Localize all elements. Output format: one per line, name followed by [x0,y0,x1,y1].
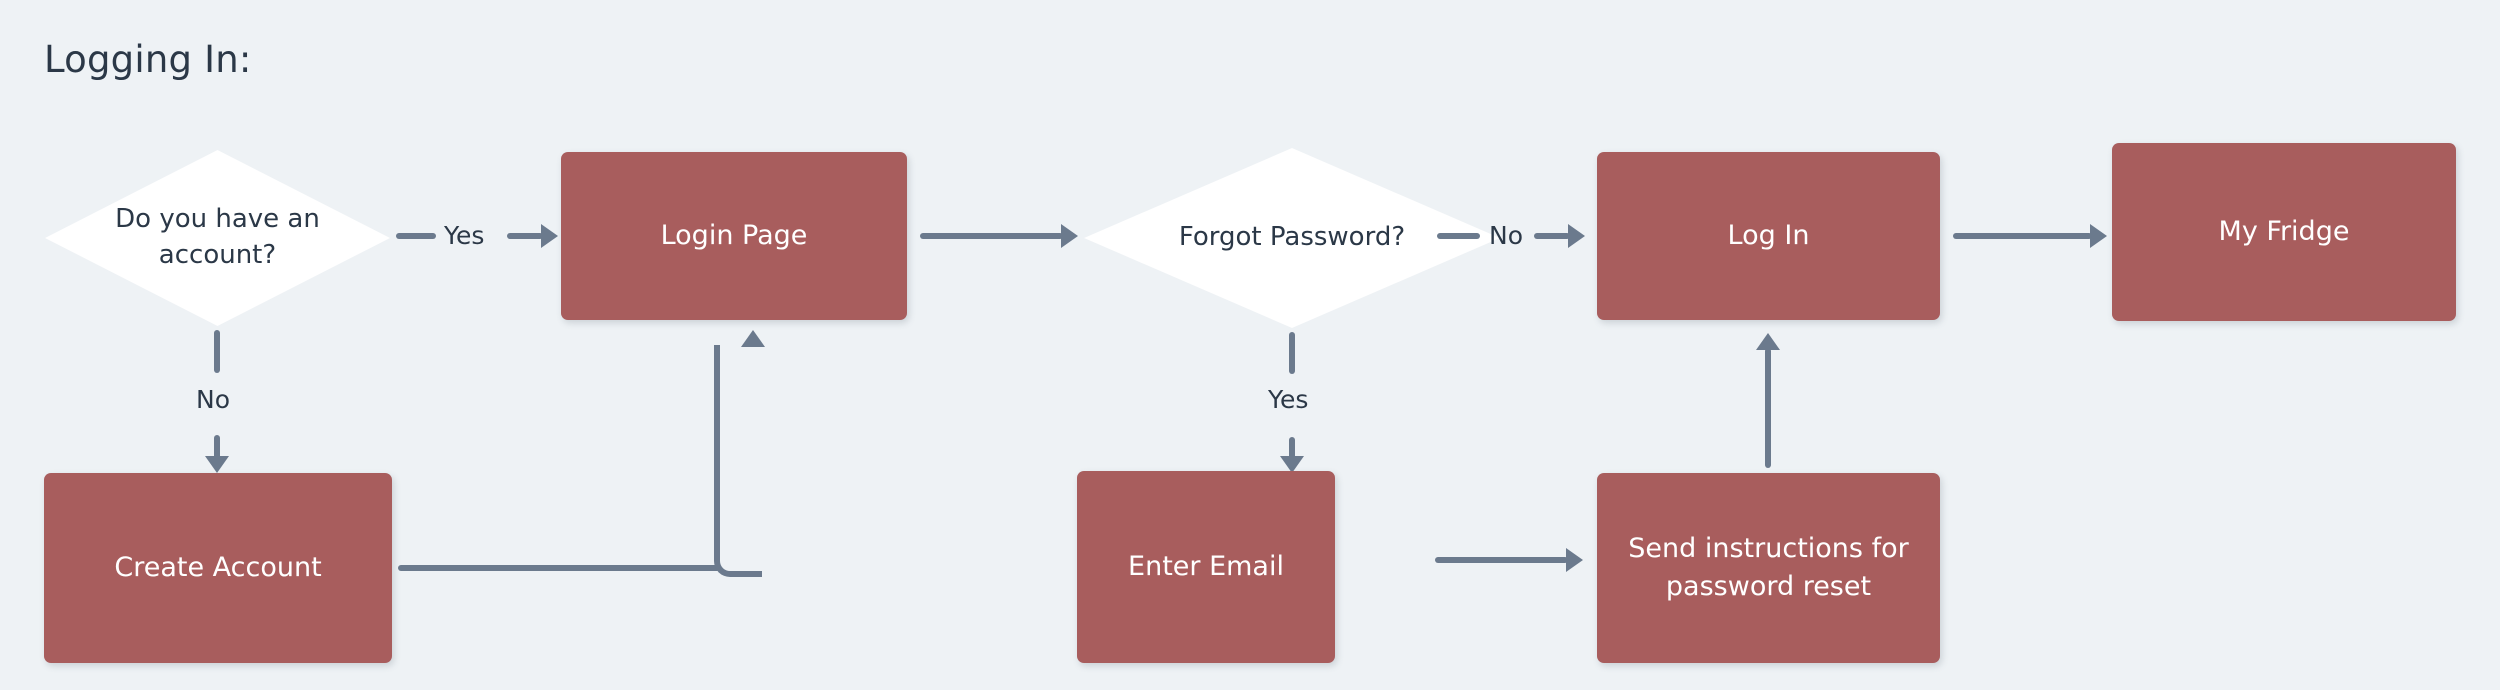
edge-line-login-to-fridge [1953,233,2092,239]
decision-node-have-account[interactable]: Do you have an account? [45,150,390,326]
edge-label-no-account: No [196,385,230,414]
arrow-head-email-to-send [1566,548,1583,572]
decision-label-line1: Do you have an [115,204,320,235]
decision-label-line2: account? [158,240,277,270]
process-node-login-page[interactable]: Login Page [561,152,907,320]
arrow-head-send-to-login [1756,333,1780,350]
process-node-log-in-label: Log In [1727,219,1810,251]
arrow-head-forgot-to-email [1280,456,1304,473]
process-node-enter-email[interactable]: Enter Email [1077,471,1335,663]
process-node-my-fridge[interactable]: My Fridge [2112,143,2456,321]
arrow-head-forgot-to-login [1568,224,1585,248]
decision-node-have-account-label: Do you have an account? [90,202,345,274]
edge-line-have-account-no-2 [214,435,220,461]
edge-label-no-forgot: No [1489,221,1523,250]
process-node-create-account-label: Create Account [114,551,322,583]
edge-line-have-account-yes-2 [507,233,543,239]
edge-line-have-account-no [214,330,220,373]
process-node-enter-email-label: Enter Email [1128,550,1284,582]
edge-line-forgot-no-2 [1534,233,1570,239]
process-node-send-instructions-label: Send instructions for password reset [1628,530,1908,607]
edge-label-yes-account: Yes [444,221,485,250]
edge-line-send-to-login [1765,348,1771,468]
edge-elbow-create-to-login [714,345,762,577]
edge-line-forgot-no [1437,233,1480,239]
edge-label-yes-forgot: Yes [1268,385,1309,414]
arrow-head-create-to-login [741,330,765,347]
edge-line-email-to-send [1435,557,1568,563]
arrow-head-have-account-to-login [541,224,558,248]
edge-line-have-account-yes [396,233,436,239]
decision-node-forgot-password-label: Forgot Password? [1178,222,1406,253]
arrow-head-have-account-to-create [205,456,229,473]
process-node-create-account[interactable]: Create Account [44,473,392,663]
edge-line-login-to-forgot [920,233,1063,239]
send-instructions-line1: Send instructions for [1628,532,1909,564]
send-instructions-line2: password reset [1665,571,1872,602]
page-title: Logging In: [44,38,252,81]
process-node-my-fridge-label: My Fridge [2218,215,2350,247]
arrow-head-login-to-forgot [1061,224,1078,248]
decision-node-forgot-password[interactable]: Forgot Password? [1084,148,1500,328]
process-node-login-page-label: Login Page [660,219,808,251]
process-node-send-instructions[interactable]: Send instructions for password reset [1597,473,1940,663]
arrow-head-login-to-fridge [2090,224,2107,248]
process-node-log-in[interactable]: Log In [1597,152,1940,320]
edge-line-create-to-login-horizontal [398,565,720,571]
edge-line-forgot-yes [1289,332,1295,374]
edge-line-forgot-yes-2 [1289,437,1295,461]
